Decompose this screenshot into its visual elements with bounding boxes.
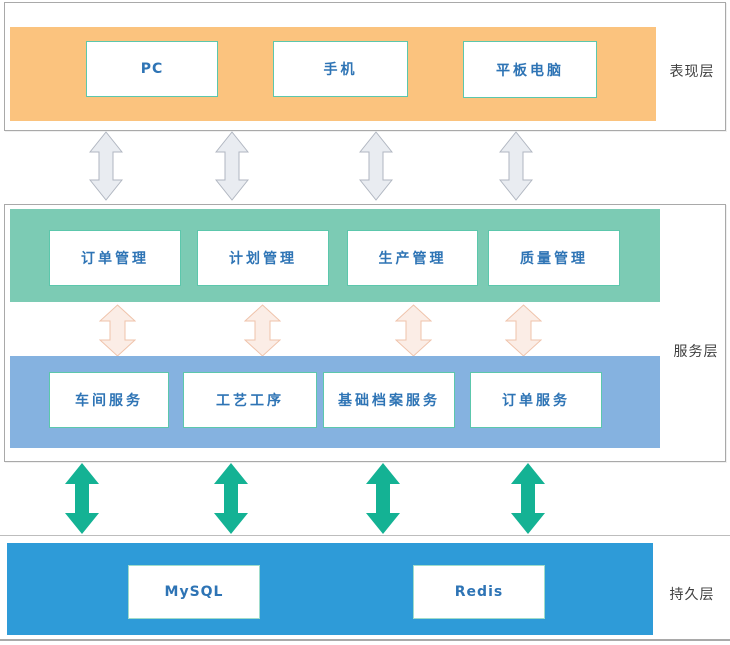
node-redis: Redis bbox=[413, 565, 545, 619]
node-production-management: 生产管理 bbox=[347, 230, 478, 286]
teal-double-arrow-icon bbox=[65, 463, 99, 534]
pink-double-arrow-icon bbox=[505, 304, 542, 357]
node-mysql: MySQL bbox=[128, 565, 260, 619]
teal-double-arrow-icon bbox=[366, 463, 400, 534]
gray-double-arrow-icon bbox=[89, 131, 123, 201]
node-pc: PC bbox=[86, 41, 218, 97]
node-basic-archive-service: 基础档案服务 bbox=[323, 372, 455, 428]
pink-double-arrow-icon bbox=[395, 304, 432, 357]
node-order-service: 订单服务 bbox=[470, 372, 602, 428]
gray-double-arrow-icon bbox=[359, 131, 393, 201]
node-plan-management: 计划管理 bbox=[197, 230, 329, 286]
node-tablet-label: 平板电脑 bbox=[496, 62, 564, 79]
teal-double-arrow-icon bbox=[214, 463, 248, 534]
persistence-band bbox=[7, 543, 653, 635]
pink-double-arrow-icon bbox=[99, 304, 136, 357]
presentation-layer-label: 表现层 bbox=[669, 64, 715, 80]
node-pc-label: PC bbox=[140, 61, 164, 77]
teal-double-arrow-icon bbox=[511, 463, 545, 534]
service-layer-label: 服务层 bbox=[673, 344, 719, 360]
pink-double-arrow-icon bbox=[244, 304, 281, 357]
node-order-management: 订单管理 bbox=[49, 230, 181, 286]
node-process-service: 工艺工序 bbox=[183, 372, 317, 428]
node-mobile: 手机 bbox=[273, 41, 408, 97]
node-workshop-service: 车间服务 bbox=[49, 372, 169, 428]
persistence-frame-top-border bbox=[0, 535, 730, 536]
gray-double-arrow-icon bbox=[499, 131, 533, 201]
node-tablet: 平板电脑 bbox=[463, 41, 597, 98]
persistence-layer-label: 持久层 bbox=[669, 587, 715, 603]
node-mobile-label: 手机 bbox=[323, 62, 358, 78]
gray-double-arrow-icon bbox=[215, 131, 249, 201]
persistence-frame-bottom-border bbox=[0, 639, 730, 641]
node-quality-management: 质量管理 bbox=[488, 230, 620, 286]
